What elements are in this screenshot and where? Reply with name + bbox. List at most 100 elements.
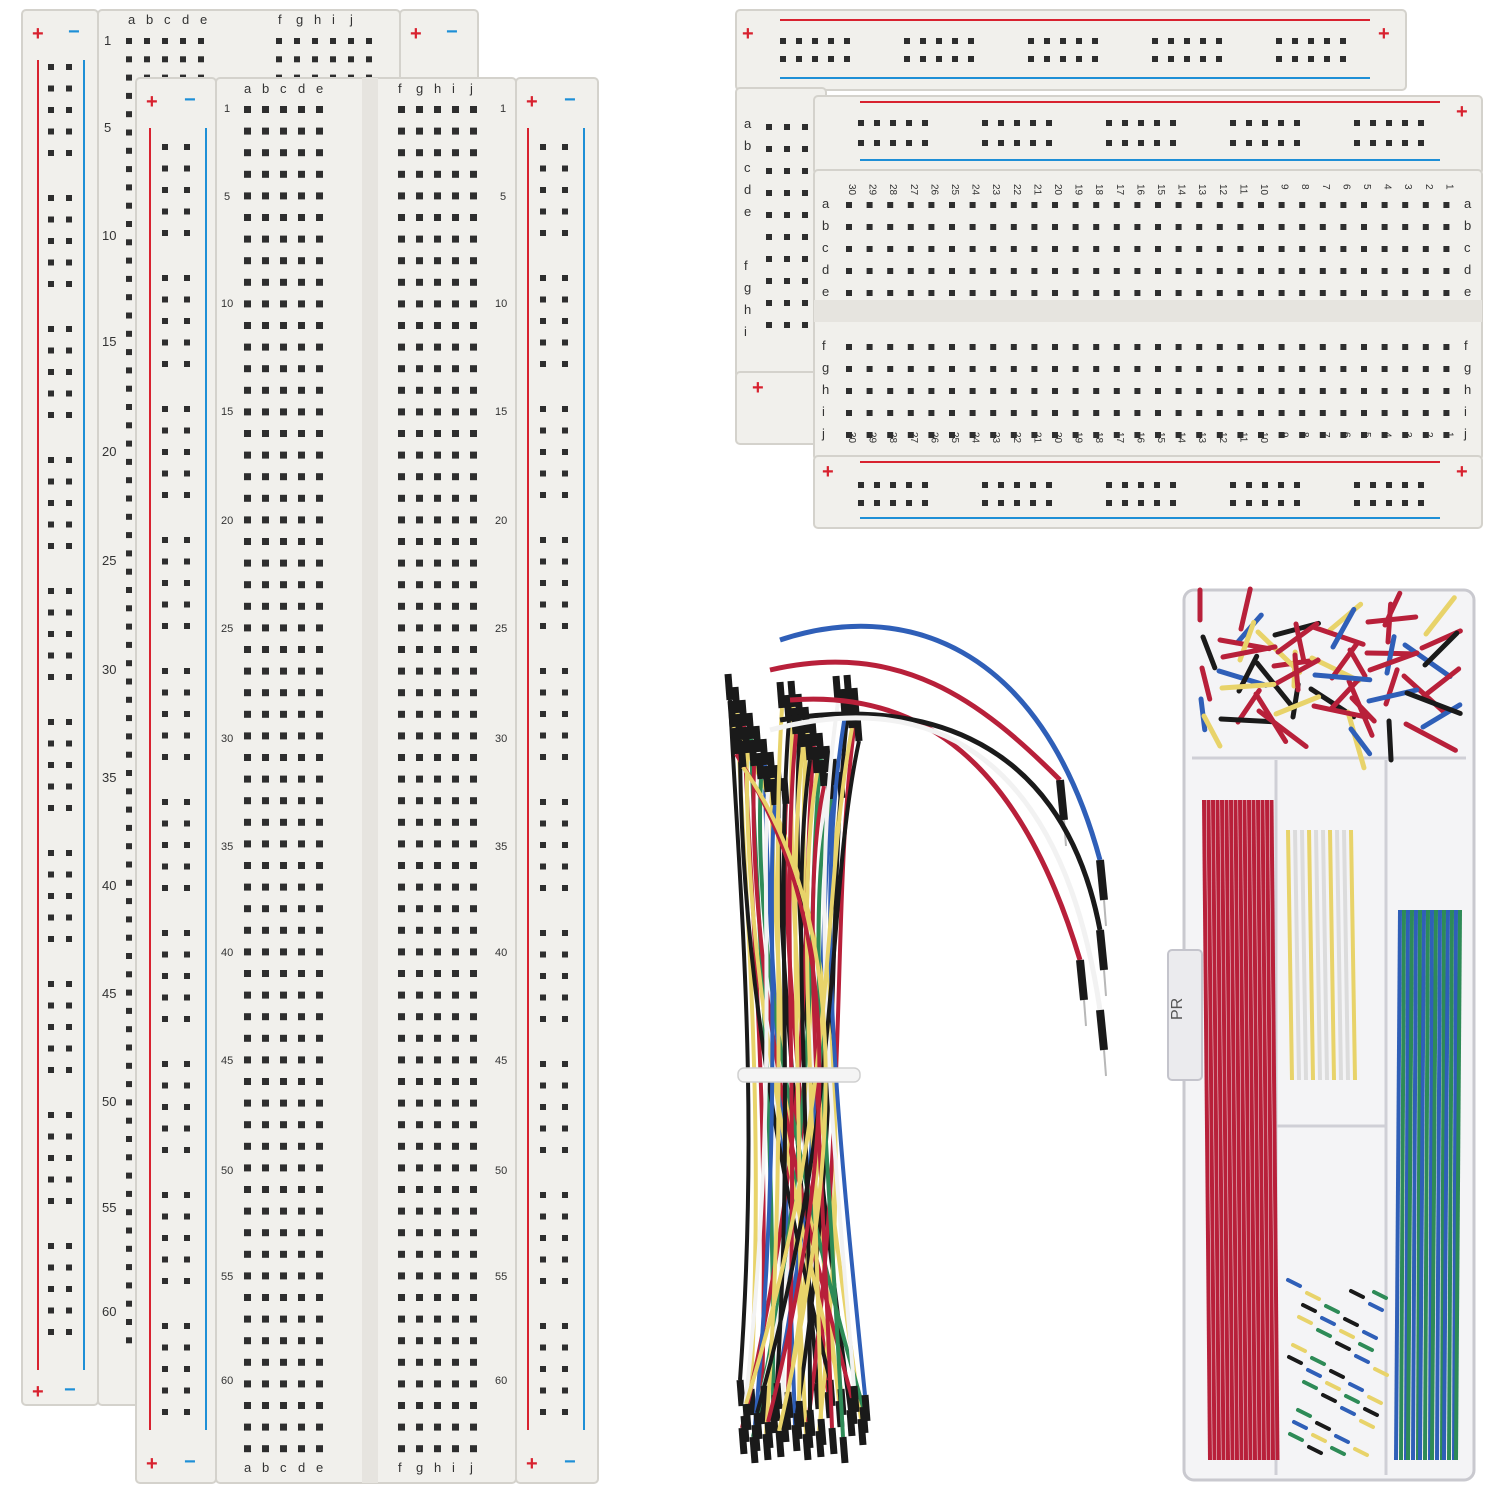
- column-number: 21: [1031, 184, 1042, 196]
- column-number: 2: [1423, 432, 1434, 438]
- column-number: 30: [846, 184, 857, 196]
- row-letter: j: [1463, 426, 1467, 441]
- large-breadboard-front: + − + − + − + − a b c d e f g h i j a b …: [135, 77, 599, 1484]
- column-number: 24: [970, 184, 981, 196]
- row-letter: a: [822, 196, 830, 211]
- column-number: 17: [1114, 432, 1125, 444]
- row-letter: h: [744, 302, 751, 317]
- column-number: 1: [1443, 184, 1454, 190]
- column-number: 11: [1237, 184, 1248, 195]
- column-letter: a: [128, 12, 136, 27]
- row-letter: a: [744, 116, 752, 131]
- column-number: 20: [1052, 184, 1063, 196]
- row-number: 20: [495, 515, 507, 527]
- column-letter: i: [332, 12, 335, 27]
- row-number: 60: [102, 1304, 116, 1319]
- column-number: 11: [1237, 432, 1248, 443]
- column-letter: d: [298, 81, 305, 96]
- row-letter: a: [1464, 196, 1472, 211]
- row-number: 55: [495, 1271, 507, 1283]
- column-letter: i: [452, 81, 455, 96]
- plus-symbol: +: [146, 1453, 158, 1475]
- column-letter: f: [398, 1460, 402, 1475]
- row-letter: i: [744, 324, 747, 339]
- row-letter: f: [1464, 338, 1468, 353]
- row-number: 35: [221, 841, 233, 853]
- minus-symbol: −: [184, 89, 196, 111]
- row-number: 1: [500, 103, 506, 115]
- column-number: 3: [1402, 432, 1413, 438]
- row-number: 10: [495, 298, 507, 310]
- column-letter: j: [349, 12, 353, 27]
- row-letter: j: [821, 426, 825, 441]
- column-letter: i: [452, 1460, 455, 1475]
- column-number: 14: [1176, 432, 1187, 444]
- column-number: 22: [1011, 184, 1022, 196]
- column-number: 29: [867, 432, 878, 444]
- row-number: 55: [221, 1271, 233, 1283]
- box-label: PR: [1169, 998, 1186, 1020]
- column-number: 8: [1299, 432, 1310, 438]
- column-letter: g: [416, 81, 423, 96]
- minus-symbol: −: [564, 1451, 576, 1473]
- row-number: 10: [102, 228, 116, 243]
- column-letter: e: [316, 81, 323, 96]
- column-number: 3: [1402, 184, 1413, 190]
- column-number: 14: [1176, 184, 1187, 196]
- column-number: 12: [1217, 432, 1228, 444]
- column-letter: j: [469, 81, 473, 96]
- plus-symbol: +: [1456, 101, 1468, 123]
- column-number: 30: [846, 432, 857, 444]
- row-letter: i: [822, 404, 825, 419]
- row-letter: g: [822, 360, 829, 375]
- box-latch[interactable]: [1167, 949, 1203, 1081]
- small-breadboard-front: + + + a b c d e a b c d e f g h i j f g …: [744, 95, 1483, 529]
- row-letter: b: [1464, 218, 1471, 233]
- column-number: 4: [1382, 432, 1393, 438]
- column-number: 6: [1340, 432, 1351, 438]
- column-number: 28: [887, 432, 898, 444]
- row-number: 40: [495, 947, 507, 959]
- column-number: 20: [1052, 432, 1063, 444]
- row-number: 45: [221, 1055, 233, 1067]
- column-number: 4: [1382, 184, 1393, 190]
- column-letter: c: [280, 1460, 287, 1475]
- row-number: 35: [495, 841, 507, 853]
- row-letter: h: [1464, 382, 1471, 397]
- column-number: 16: [1134, 184, 1145, 196]
- column-number: 26: [928, 432, 939, 444]
- column-number: 16: [1134, 432, 1145, 444]
- row-letter: b: [744, 138, 751, 153]
- row-letter: h: [822, 382, 829, 397]
- column-number: 7: [1320, 184, 1331, 190]
- jumper-wire-bundle: [724, 623, 1108, 1464]
- column-number: 19: [1073, 184, 1084, 196]
- row-letter: b: [822, 218, 829, 233]
- column-number: 25: [949, 184, 960, 196]
- column-number: 1: [1443, 432, 1454, 438]
- row-number: 25: [221, 623, 233, 635]
- row-number: 25: [495, 623, 507, 635]
- row-letter: g: [1464, 360, 1471, 375]
- minus-symbol: −: [564, 89, 576, 111]
- row-number: 20: [102, 444, 116, 459]
- column-number: 17: [1114, 184, 1125, 196]
- column-letter: d: [298, 1460, 305, 1475]
- row-number: 30: [102, 662, 116, 677]
- column-letter: f: [278, 12, 282, 27]
- minus-symbol: −: [64, 1379, 76, 1401]
- row-letter: f: [744, 258, 748, 273]
- cable-tie: [737, 1067, 861, 1083]
- plus-symbol: +: [742, 23, 754, 45]
- minus-symbol: −: [68, 21, 80, 43]
- column-letter: g: [416, 1460, 423, 1475]
- column-number: 13: [1196, 432, 1207, 444]
- column-number: 7: [1320, 432, 1331, 438]
- plus-symbol: +: [752, 377, 764, 399]
- row-letter: e: [744, 204, 751, 219]
- column-letter: h: [434, 1460, 441, 1475]
- column-letter: h: [314, 12, 321, 27]
- column-number: 12: [1217, 184, 1228, 196]
- row-letter: c: [1464, 240, 1471, 255]
- row-letter: e: [822, 284, 829, 299]
